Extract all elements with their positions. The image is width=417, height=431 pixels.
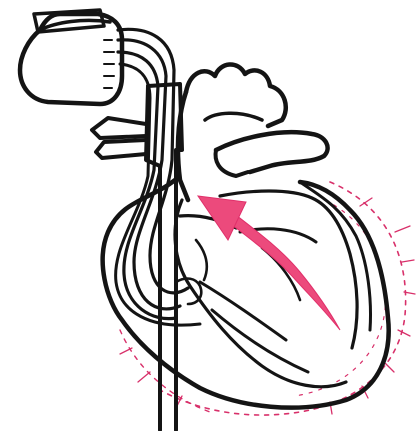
pulse-generator-shading	[104, 40, 114, 88]
wavefront-arc-bottom	[120, 330, 210, 412]
pulmonary-artery	[216, 132, 328, 176]
wavefront-tick	[384, 362, 394, 372]
pulse-generator	[20, 10, 122, 104]
wavefront-tick	[120, 348, 132, 354]
heart-chambers	[175, 191, 357, 387]
wavefront-tick	[398, 330, 410, 336]
wavefront-tick	[395, 226, 410, 232]
wavefront-tick	[138, 372, 150, 382]
wavefront-tick	[402, 260, 414, 262]
activation-arrow	[198, 196, 340, 330]
innominate-stub	[92, 118, 146, 158]
